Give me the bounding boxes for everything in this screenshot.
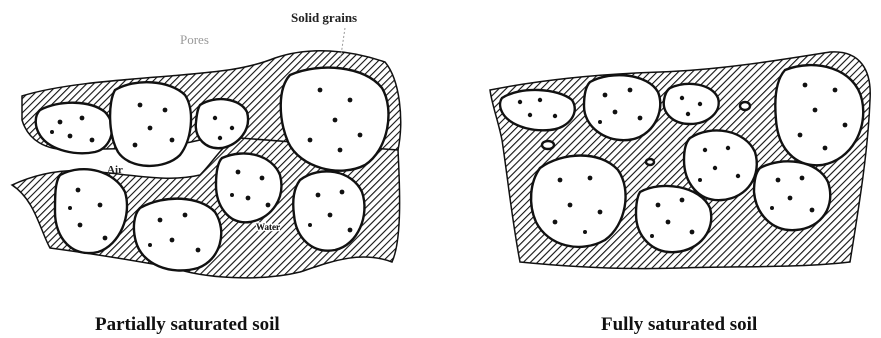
grain [684, 130, 757, 200]
grain [775, 65, 863, 165]
grain [584, 75, 660, 140]
water-label-text: Water [256, 222, 280, 232]
grain [134, 199, 221, 271]
air-label: Air [107, 164, 123, 176]
grain [754, 161, 830, 230]
caption-partially-saturated: Partially saturated soil [95, 314, 280, 335]
small-pore [542, 141, 554, 149]
grain [664, 84, 719, 124]
partially-saturated-panel: Pores Solid grains Air Water Water Parti… [12, 10, 401, 335]
small-pore [646, 159, 654, 165]
grain [636, 186, 711, 252]
grain [293, 171, 364, 250]
grain [216, 153, 281, 222]
grain [531, 156, 626, 247]
caption-fully-saturated: Fully saturated soil [601, 314, 757, 335]
grain [110, 82, 191, 166]
small-pore [740, 102, 750, 110]
pores-label: Pores [180, 32, 209, 47]
solid-grains-label: Solid grains [291, 10, 357, 25]
grain [55, 169, 127, 253]
fully-saturated-panel: Fully saturated soil [490, 52, 870, 335]
